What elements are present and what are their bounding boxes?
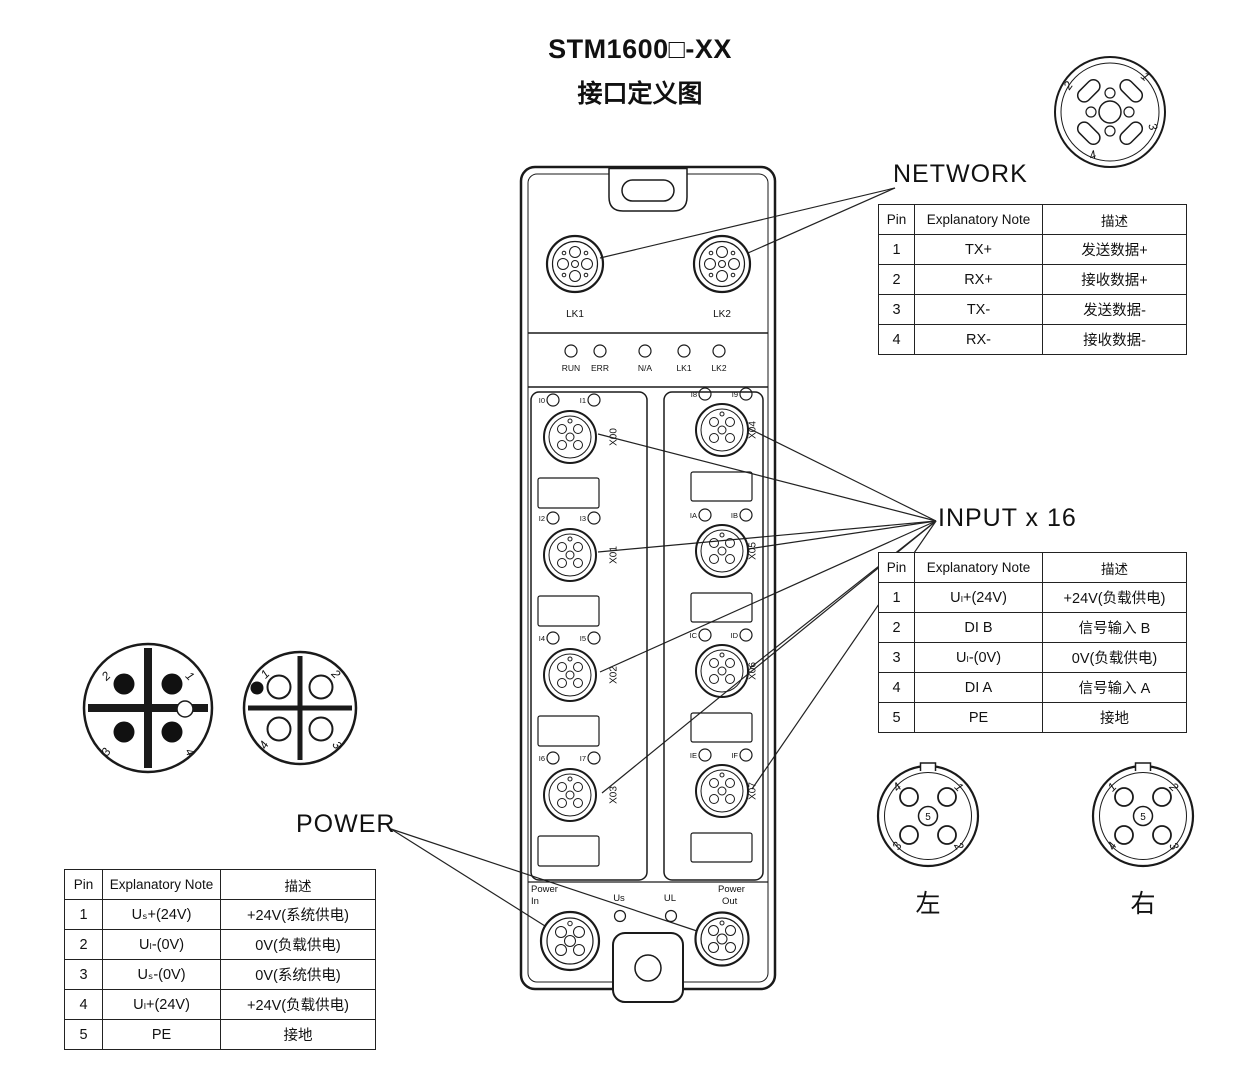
power-table: Pin Explanatory Note 描述 1 Uₛ+(24V) +24V(… bbox=[64, 869, 376, 1050]
io-port-x03: I6 I7 X03 bbox=[537, 751, 620, 867]
table-header-row: Pin Explanatory Note 描述 bbox=[64, 869, 376, 900]
svg-text:X05: X05 bbox=[748, 542, 759, 560]
svg-text:IC: IC bbox=[690, 631, 698, 640]
power-male-face: 2 1 3 4 bbox=[82, 642, 214, 774]
led-na-label: N/A bbox=[638, 363, 653, 373]
table-header-row: Pin Explanatory Note 描述 bbox=[878, 552, 1187, 583]
io-port-x07: IE IF X07 bbox=[690, 748, 759, 863]
svg-text:In: In bbox=[531, 896, 539, 907]
svg-text:X03: X03 bbox=[609, 786, 620, 804]
svg-text:I1: I1 bbox=[580, 396, 586, 405]
lk2-label: LK2 bbox=[713, 309, 731, 320]
table-row: 2 DI B 信号输入 B bbox=[878, 612, 1187, 643]
network-table: Pin Explanatory Note 描述 1 TX+ 发送数据+ 2 RX… bbox=[878, 204, 1187, 355]
page-title: STM1600□-XX 接口定义图 bbox=[0, 34, 1246, 110]
power-out-connector: Power Out bbox=[694, 884, 750, 967]
svg-text:X02: X02 bbox=[609, 666, 620, 684]
table-row: 5 PE 接地 bbox=[64, 1019, 376, 1050]
led-lk2-label: LK2 bbox=[711, 363, 726, 373]
svg-text:4: 4 bbox=[1087, 147, 1098, 163]
left-face-label: 左 bbox=[915, 890, 941, 918]
us-label: Us bbox=[613, 893, 625, 904]
svg-text:I7: I7 bbox=[580, 754, 586, 763]
table-row: 5 PE 接地 bbox=[878, 702, 1187, 733]
model-title: STM1600□-XX bbox=[548, 34, 732, 64]
svg-text:IF: IF bbox=[731, 751, 738, 760]
svg-text:I8: I8 bbox=[691, 390, 697, 399]
svg-text:Power: Power bbox=[718, 884, 745, 895]
svg-text:5: 5 bbox=[925, 812, 931, 823]
table-row: 1 Uₛ+(24V) +24V(系统供电) bbox=[64, 899, 376, 930]
led-run-label: RUN bbox=[562, 363, 580, 373]
svg-text:1: 1 bbox=[183, 669, 198, 684]
device-body bbox=[519, 165, 777, 1003]
svg-text:3: 3 bbox=[1145, 121, 1161, 132]
svg-text:IB: IB bbox=[731, 511, 738, 520]
svg-text:X00: X00 bbox=[609, 428, 620, 446]
led-lk1-label: LK1 bbox=[676, 363, 691, 373]
table-row: 4 RX- 接收数据- bbox=[878, 324, 1187, 355]
table-row: 2 Uₗ-(0V) 0V(负载供电) bbox=[64, 929, 376, 960]
io-port-x02: I4 I5 X02 bbox=[537, 631, 620, 747]
input-section-label: INPUT x 16 bbox=[938, 504, 1077, 532]
svg-text:Out: Out bbox=[722, 896, 738, 907]
svg-text:I6: I6 bbox=[539, 754, 545, 763]
svg-text:IE: IE bbox=[690, 751, 697, 760]
svg-text:X04: X04 bbox=[748, 421, 759, 439]
lk1-label: LK1 bbox=[566, 309, 584, 320]
svg-text:ID: ID bbox=[731, 631, 739, 640]
subtitle: 接口定义图 bbox=[577, 80, 703, 108]
lk1-connector: LK1 bbox=[545, 234, 605, 320]
table-row: 1 TX+ 发送数据+ bbox=[878, 234, 1187, 265]
svg-text:Power: Power bbox=[531, 884, 558, 895]
svg-text:2: 2 bbox=[98, 668, 114, 684]
svg-text:IA: IA bbox=[690, 511, 697, 520]
svg-text:X06: X06 bbox=[748, 662, 759, 680]
input-connector-face-left: 5 4 1 3 2 bbox=[876, 761, 980, 868]
svg-text:I0: I0 bbox=[539, 396, 545, 405]
table-row: 2 RX+ 接收数据+ bbox=[878, 264, 1187, 295]
input-connector-face-right: 5 1 2 4 3 bbox=[1091, 761, 1195, 868]
power-in-connector: Power In bbox=[531, 884, 601, 972]
svg-text:I9: I9 bbox=[732, 390, 738, 399]
svg-text:3: 3 bbox=[98, 745, 114, 758]
table-header-row: Pin Explanatory Note 描述 bbox=[878, 204, 1187, 235]
right-face-label: 右 bbox=[1130, 890, 1156, 918]
table-row: 4 Uₗ+(24V) +24V(负载供电) bbox=[64, 989, 376, 1020]
table-row: 1 Uₗ+(24V) +24V(负载供电) bbox=[878, 582, 1187, 613]
network-section-label: NETWORK bbox=[893, 160, 1028, 188]
input-table: Pin Explanatory Note 描述 1 Uₗ+(24V) +24V(… bbox=[878, 552, 1187, 733]
svg-text:I2: I2 bbox=[539, 514, 545, 523]
table-row: 4 DI A 信号输入 A bbox=[878, 672, 1187, 703]
power-female-face: 1 2 4 3 bbox=[242, 650, 358, 766]
table-row: 3 TX- 发送数据- bbox=[878, 294, 1187, 325]
svg-text:5: 5 bbox=[1140, 812, 1146, 823]
led-err-label: ERR bbox=[591, 363, 609, 373]
power-status-leds: Us UL bbox=[613, 893, 678, 923]
lk2-connector: LK2 bbox=[692, 234, 752, 320]
table-row: 3 Uₛ-(0V) 0V(系统供电) bbox=[64, 959, 376, 990]
io-port-x00: I0 I1 X00 bbox=[537, 393, 620, 509]
table-row: 3 Uₗ-(0V) 0V(负载供电) bbox=[878, 642, 1187, 673]
svg-text:X01: X01 bbox=[609, 546, 620, 564]
svg-text:I4: I4 bbox=[539, 634, 545, 643]
svg-text:4: 4 bbox=[256, 738, 272, 751]
io-port-x05: IA IB X05 bbox=[690, 508, 759, 623]
svg-text:I5: I5 bbox=[580, 634, 586, 643]
io-port-x06: IC ID X06 bbox=[690, 628, 759, 743]
status-leds: RUN ERR N/A LK1 LK2 bbox=[562, 344, 727, 373]
svg-text:X07: X07 bbox=[748, 782, 759, 800]
svg-text:I3: I3 bbox=[580, 514, 586, 523]
io-port-x01: I2 I3 X01 bbox=[537, 511, 620, 627]
ul-label: UL bbox=[664, 893, 676, 904]
power-section-label: POWER bbox=[296, 810, 396, 838]
io-port-x04: I8 I9 X04 bbox=[690, 387, 759, 502]
